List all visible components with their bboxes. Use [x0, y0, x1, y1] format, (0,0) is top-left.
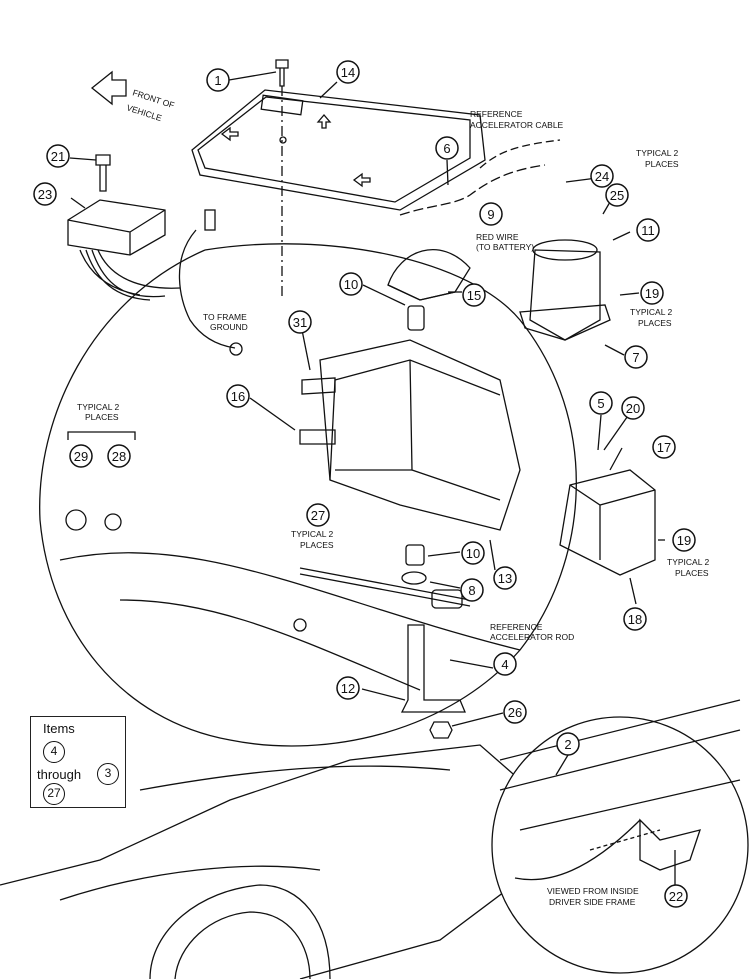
front-of-vehicle-label-2: VEHICLE — [125, 102, 163, 123]
callout-20: 20 — [621, 396, 645, 420]
svg-text:TYPICAL 2: TYPICAL 2 — [77, 402, 119, 412]
svg-text:PLACES: PLACES — [675, 568, 709, 578]
callout-17: 17 — [652, 435, 676, 459]
callout-12: 12 — [336, 676, 360, 700]
svg-text:PLACES: PLACES — [85, 412, 119, 422]
svg-text:DRIVER SIDE FRAME: DRIVER SIDE FRAME — [549, 897, 636, 907]
svg-text:23: 23 — [38, 187, 52, 202]
callout-7: 7 — [624, 345, 648, 369]
svg-text:2: 2 — [564, 737, 571, 752]
svg-text:TO FRAME: TO FRAME — [203, 312, 247, 322]
svg-text:15: 15 — [467, 288, 481, 303]
svg-text:GROUND: GROUND — [210, 322, 248, 332]
callout-29: 29 — [69, 444, 93, 468]
svg-text:5: 5 — [597, 396, 604, 411]
svg-text:PLACES: PLACES — [645, 159, 679, 169]
callout-6: 6 — [435, 136, 459, 160]
svg-text:ACCELERATOR ROD: ACCELERATOR ROD — [490, 632, 574, 642]
callout-27: 27 — [306, 503, 330, 527]
svg-text:16: 16 — [231, 389, 245, 404]
callout-10a: 10 — [339, 272, 363, 296]
svg-text:TYPICAL 2: TYPICAL 2 — [667, 557, 709, 567]
svg-text:19: 19 — [677, 533, 691, 548]
controller-lid — [191, 89, 486, 211]
callout-19b: 19 — [672, 528, 696, 552]
items-through-label: through — [37, 767, 82, 782]
svg-text:29: 29 — [74, 449, 88, 464]
svg-text:PLACES: PLACES — [300, 540, 334, 550]
svg-text:PLACES: PLACES — [638, 318, 672, 328]
callout-28: 28 — [107, 444, 131, 468]
svg-text:10: 10 — [344, 277, 358, 292]
svg-text:17: 17 — [657, 440, 671, 455]
svg-text:6: 6 — [443, 141, 450, 156]
callout-15: 15 — [462, 283, 486, 307]
callout-11: 11 — [636, 218, 660, 242]
svg-text:25: 25 — [610, 188, 624, 203]
svg-text:26: 26 — [508, 705, 522, 720]
callout-26: 26 — [503, 700, 527, 724]
svg-text:13: 13 — [498, 571, 512, 586]
callout-1: 1 — [206, 68, 230, 92]
callouts: 1 2 4 5 6 7 8 9 10 10 11 12 13 14 15 16 … — [33, 60, 696, 908]
callout-4: 4 — [493, 652, 517, 676]
svg-text:1: 1 — [214, 73, 221, 88]
items-title: Items — [43, 721, 75, 736]
callout-16: 16 — [226, 384, 250, 408]
callout-21: 21 — [46, 144, 70, 168]
solenoid — [529, 249, 601, 341]
svg-text:31: 31 — [293, 315, 307, 330]
svg-text:TYPICAL 2: TYPICAL 2 — [636, 148, 678, 158]
front-arrow-icon — [90, 70, 127, 106]
svg-text:28: 28 — [112, 449, 126, 464]
callout-5: 5 — [589, 391, 613, 415]
mounting-bracket — [319, 339, 521, 531]
callout-18: 18 — [623, 607, 647, 631]
detail-circle — [39, 243, 577, 747]
items-reference-box: Items 4 through 3 27 — [30, 716, 126, 808]
svg-text:19: 19 — [645, 286, 659, 301]
items-from-callout: 4 — [43, 741, 65, 763]
callout-25: 25 — [605, 183, 629, 207]
items-ref-callout: 3 — [97, 763, 119, 785]
svg-text:27: 27 — [311, 508, 325, 523]
svg-text:24: 24 — [595, 169, 609, 184]
callout-22: 22 — [664, 884, 688, 908]
svg-text:12: 12 — [341, 681, 355, 696]
svg-text:18: 18 — [628, 612, 642, 627]
svg-text:REFERENCE: REFERENCE — [470, 109, 523, 119]
callout-24: 24 — [590, 164, 614, 188]
svg-text:RED WIRE: RED WIRE — [476, 232, 519, 242]
svg-text:22: 22 — [669, 889, 683, 904]
svg-text:21: 21 — [51, 149, 65, 164]
callout-13: 13 — [493, 566, 517, 590]
callout-14: 14 — [336, 60, 360, 84]
svg-text:8: 8 — [468, 583, 475, 598]
callout-19a: 19 — [640, 281, 664, 305]
svg-text:9: 9 — [487, 207, 494, 222]
items-to-callout: 27 — [43, 783, 65, 805]
module-box — [67, 199, 166, 256]
svg-text:7: 7 — [632, 350, 639, 365]
svg-text:REFERENCE: REFERENCE — [490, 622, 543, 632]
svg-text:TYPICAL 2: TYPICAL 2 — [291, 529, 333, 539]
callout-8: 8 — [460, 578, 484, 602]
callout-23: 23 — [33, 182, 57, 206]
svg-text:TYPICAL 2: TYPICAL 2 — [630, 307, 672, 317]
svg-text:20: 20 — [626, 401, 640, 416]
svg-text:ACCELERATOR CABLE: ACCELERATOR CABLE — [470, 120, 564, 130]
svg-text:14: 14 — [341, 65, 355, 80]
svg-text:10: 10 — [466, 546, 480, 561]
svg-text:11: 11 — [641, 223, 655, 238]
callout-2: 2 — [556, 732, 580, 756]
callout-31: 31 — [288, 310, 312, 334]
svg-text:VIEWED FROM INSIDE: VIEWED FROM INSIDE — [547, 886, 639, 896]
callout-10b: 10 — [461, 541, 485, 565]
inset-detail-circle — [491, 716, 749, 974]
callout-9: 9 — [479, 202, 503, 226]
svg-text:(TO BATTERY): (TO BATTERY) — [476, 242, 534, 252]
svg-text:4: 4 — [501, 657, 508, 672]
